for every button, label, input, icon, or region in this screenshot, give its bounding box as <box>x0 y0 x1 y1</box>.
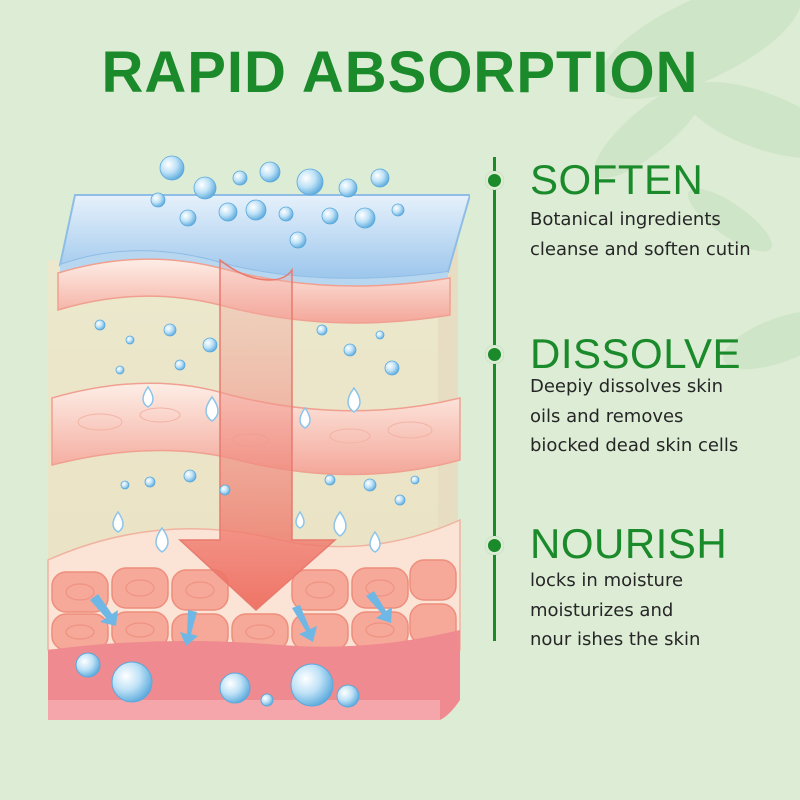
water-droplet-icon <box>333 510 347 537</box>
water-droplet-icon <box>347 386 361 413</box>
bubble-icon <box>290 663 334 707</box>
bubble-icon <box>219 672 251 704</box>
bubble-icon <box>410 475 420 485</box>
step-desc-line: nour ishes the skin <box>530 629 701 650</box>
small-arrow-icon <box>366 591 392 623</box>
bubble-icon <box>391 203 405 217</box>
water-droplet-icon <box>142 385 154 408</box>
bubble-icon <box>354 207 376 229</box>
step-desc-line: Deepiy dissolves skin <box>530 376 724 397</box>
deep-bubble-group <box>75 652 360 708</box>
bubble-group <box>94 155 420 506</box>
bubble-icon <box>343 343 357 357</box>
bubble-icon <box>278 206 294 222</box>
step-desc-line: oils and removes <box>530 405 684 427</box>
skin-layer-diagram <box>47 155 470 720</box>
bubble-icon <box>384 360 400 376</box>
bubble-icon <box>144 476 156 488</box>
step-desc-line: biocked dead skin cells <box>530 435 739 456</box>
timeline-line <box>493 157 496 641</box>
bubble-icon <box>370 168 390 188</box>
bubble-icon <box>94 319 106 331</box>
bubble-icon <box>202 337 218 353</box>
timeline-dot-icon <box>485 171 504 190</box>
bubble-icon <box>75 652 101 678</box>
step-desc-soften: Botanical ingredients cleanse and soften… <box>530 205 790 264</box>
bubble-icon <box>394 494 406 506</box>
bubble-icon <box>115 365 125 375</box>
small-arrow-group <box>90 591 392 646</box>
bubble-icon <box>296 168 324 196</box>
step-desc-line: cleanse and soften cutin <box>530 238 751 260</box>
bubble-icon <box>150 192 166 208</box>
step-desc-line: Botanical ingredients <box>530 209 721 230</box>
step-title-dissolve: DISSOLVE <box>530 330 741 377</box>
step-desc-nourish: locks in moisture moisturizes and nour i… <box>530 566 790 655</box>
bubble-icon <box>174 359 186 371</box>
small-arrow-icon <box>292 605 317 642</box>
bubble-icon <box>336 684 360 708</box>
timeline-dot-icon <box>485 345 504 364</box>
page-title: RAPID ABSORPTION <box>101 40 699 105</box>
bubble-icon <box>260 693 274 707</box>
water-droplet-icon <box>155 526 169 553</box>
bubble-icon <box>183 469 197 483</box>
bubble-icon <box>159 155 185 181</box>
bubble-icon <box>218 202 238 222</box>
water-droplet-icon <box>369 530 381 553</box>
timeline-dot-icon <box>485 536 504 555</box>
bubble-icon <box>125 335 135 345</box>
bubble-icon <box>120 480 130 490</box>
bubble-icon <box>259 161 281 183</box>
bubble-icon <box>321 207 339 225</box>
bubble-icon <box>338 178 358 198</box>
water-droplet-icon <box>205 395 219 422</box>
bubble-icon <box>193 176 217 200</box>
water-droplet-icon <box>299 406 311 429</box>
bubble-icon <box>232 170 248 186</box>
bubble-icon <box>375 330 385 340</box>
small-arrow-icon <box>180 610 198 646</box>
small-arrow-icon <box>90 594 118 626</box>
bubble-icon <box>179 209 197 227</box>
bubble-icon <box>245 199 267 221</box>
bubble-icon <box>316 324 328 336</box>
bubble-icon <box>363 478 377 492</box>
bubble-icon <box>163 323 177 337</box>
step-desc-line: locks in moisture <box>530 570 684 591</box>
bubble-icon <box>111 661 153 703</box>
bubble-icon <box>289 231 307 249</box>
absorption-arrow-icon <box>178 258 337 612</box>
step-title-soften: SOFTEN <box>530 156 704 203</box>
step-desc-line: moisturizes and <box>530 599 674 621</box>
step-title-nourish: NOURISH <box>530 520 728 567</box>
water-droplet-icon <box>112 510 124 533</box>
step-desc-dissolve: Deepiy dissolves skin oils and removes b… <box>530 372 790 461</box>
water-droplet-icon <box>295 510 305 529</box>
bubble-icon <box>324 474 336 486</box>
water-droplet-group <box>112 385 381 553</box>
bubble-icon <box>219 484 231 496</box>
